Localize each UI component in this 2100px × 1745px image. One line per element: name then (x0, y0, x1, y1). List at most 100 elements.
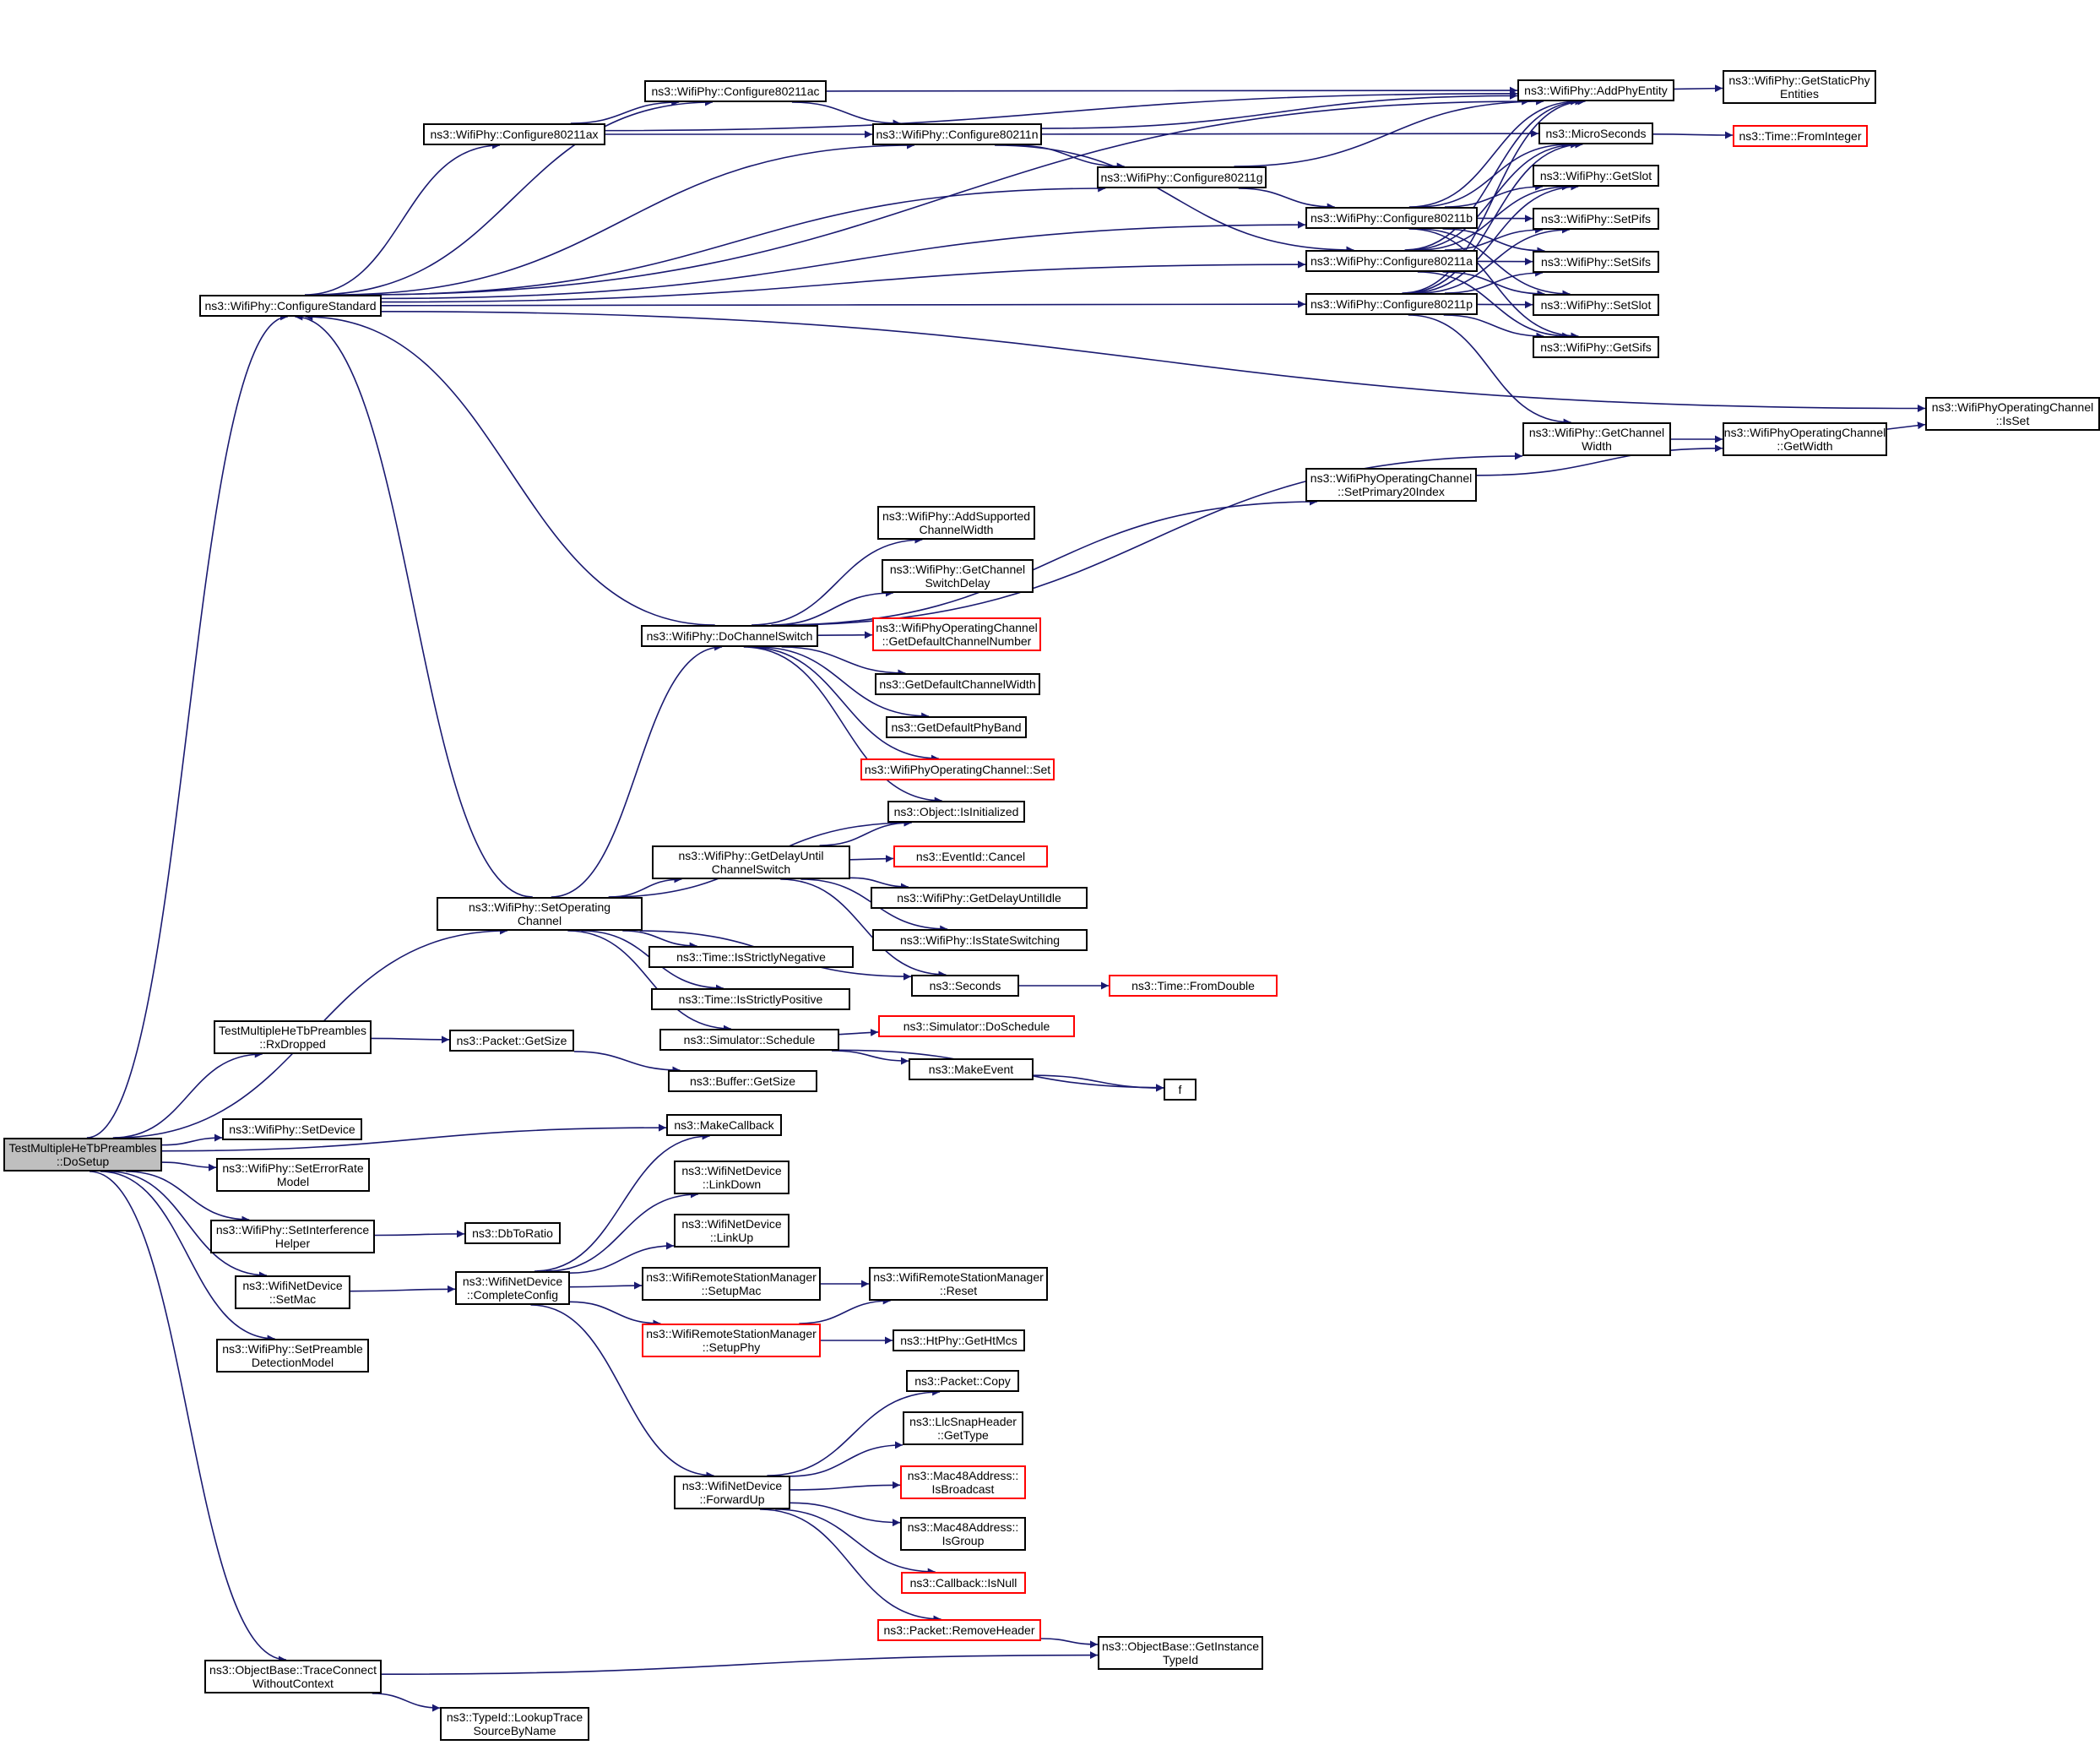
node-forwardup[interactable]: ns3::WifiNetDevice ::ForwardUp (674, 1476, 790, 1509)
node-bufsize[interactable]: ns3::Buffer::GetSize (668, 1070, 817, 1092)
node-seconds[interactable]: ns3::Seconds (911, 975, 1019, 997)
node-isset[interactable]: ns3::WifiPhyOperatingChannel ::IsSet (1925, 397, 2100, 431)
edge-makeevent-to-f (1033, 1074, 1164, 1092)
node-schedule[interactable]: ns3::Simulator::Schedule (659, 1029, 839, 1051)
node-setinterf[interactable]: ns3::WifiPhy::SetInterference Helper (210, 1220, 375, 1253)
node-isswitching[interactable]: ns3::WifiPhy::IsStateSwitching (872, 929, 1088, 951)
edge-forwardup-to-isbcast (790, 1481, 901, 1491)
node-setpreamble[interactable]: ns3::WifiPhy::SetPreamble DetectionModel (216, 1339, 369, 1373)
node-c80211ac[interactable]: ns3::WifiPhy::Configure80211ac (644, 80, 827, 102)
node-doschedule[interactable]: ns3::Simulator::DoSchedule (878, 1015, 1075, 1037)
node-dbtoratio[interactable]: ns3::DbToRatio (464, 1222, 561, 1244)
edge-c80211p-to-micro (1404, 140, 1583, 294)
node-c80211b[interactable]: ns3::WifiPhy::Configure80211b (1305, 207, 1478, 229)
edge-dochsw-to-addsup (752, 535, 923, 626)
node-fromdouble[interactable]: ns3::Time::FromDouble (1109, 975, 1278, 997)
node-getsifs[interactable]: ns3::WifiPhy::GetSifs (1533, 336, 1659, 358)
edge-c80211b-to-addphy (1408, 97, 1579, 208)
node-configstd[interactable]: ns3::WifiPhy::ConfigureStandard (199, 295, 382, 317)
node-f[interactable]: f (1164, 1079, 1197, 1101)
node-getwidth[interactable]: ns3::WifiPhyOperatingChannel ::GetWidth (1723, 422, 1887, 456)
node-seterr[interactable]: ns3::WifiPhy::SetErrorRate Model (216, 1158, 370, 1192)
node-complete[interactable]: ns3::WifiNetDevice ::CompleteConfig (455, 1271, 570, 1305)
edge-dochsw-to-getdefwidth (781, 646, 906, 677)
node-setpifs[interactable]: ns3::WifiPhy::SetPifs (1533, 208, 1659, 230)
edge-dosetup-to-configstd (86, 313, 288, 1139)
node-makeevent[interactable]: ns3::MakeEvent (909, 1058, 1034, 1080)
node-setmac[interactable]: ns3::WifiNetDevice ::SetMac (235, 1275, 350, 1309)
node-setslot[interactable]: ns3::WifiPhy::SetSlot (1533, 294, 1659, 316)
edge-forwardup-to-pktcopy (767, 1388, 941, 1476)
node-lookup[interactable]: ns3::TypeId::LookupTrace SourceByName (440, 1707, 589, 1741)
node-isinit[interactable]: ns3::Object::IsInitialized (887, 801, 1025, 823)
edge-c80211g-to-c80211b (1238, 188, 1335, 211)
edge-c80211ac-to-addphy (826, 86, 1518, 95)
node-c80211a[interactable]: ns3::WifiPhy::Configure80211a (1305, 250, 1478, 272)
node-setopch[interactable]: ns3::WifiPhy::SetOperating Channel (437, 897, 643, 931)
node-c80211ax[interactable]: ns3::WifiPhy::Configure80211ax (423, 123, 605, 145)
edge-c80211p-to-getslot (1408, 182, 1579, 294)
edge-dochsw-to-setprim (777, 497, 1317, 626)
node-getchw[interactable]: ns3::WifiPhy::GetChannel Width (1522, 422, 1671, 456)
node-rxdropped[interactable]: TestMultipleHeTbPreambles ::RxDropped (214, 1020, 372, 1054)
edge-complete-to-makecb (534, 1132, 710, 1272)
node-linkdown[interactable]: ns3::WifiNetDevice ::LinkDown (674, 1161, 790, 1194)
edge-forwardup-to-isgroup (790, 1502, 901, 1527)
edge-configstd-to-c80211ax (304, 141, 501, 296)
node-addsup[interactable]: ns3::WifiPhy::AddSupported ChannelWidth (877, 506, 1035, 540)
edge-getdelaysw-to-isinit (819, 818, 912, 846)
node-isnull[interactable]: ns3::Callback::IsNull (901, 1572, 1026, 1594)
node-pktcopy[interactable]: ns3::Packet::Copy (906, 1370, 1019, 1392)
node-staticphy[interactable]: ns3::WifiPhy::GetStaticPhy Entities (1723, 70, 1876, 104)
node-c80211p[interactable]: ns3::WifiPhy::Configure80211p (1305, 293, 1478, 315)
edge-configstd-to-c80211b (381, 220, 1306, 300)
edge-dochsw-to-isinit (743, 646, 942, 805)
node-addphy[interactable]: ns3::WifiPhy::AddPhyEntity (1517, 79, 1674, 101)
node-reset[interactable]: ns3::WifiRemoteStationManager ::Reset (869, 1267, 1048, 1301)
node-setupphy[interactable]: ns3::WifiRemoteStationManager ::SetupPhy (642, 1324, 821, 1357)
node-getdefwidth[interactable]: ns3::GetDefaultChannelWidth (875, 673, 1040, 695)
node-removehdr[interactable]: ns3::Packet::RemoveHeader (877, 1619, 1041, 1641)
edge-c80211p-to-getsifs (1443, 314, 1544, 340)
node-dochsw[interactable]: ns3::WifiPhy::DoChannelSwitch (641, 625, 818, 647)
node-getdelaysw[interactable]: ns3::WifiPhy::GetDelayUntil ChannelSwitc… (652, 845, 850, 879)
node-setprim[interactable]: ns3::WifiPhyOperatingChannel ::SetPrimar… (1305, 468, 1477, 502)
node-llcgettype[interactable]: ns3::LlcSnapHeader ::GetType (903, 1411, 1023, 1445)
edge-c80211p-to-setpifs (1418, 226, 1570, 294)
node-delayidle[interactable]: ns3::WifiPhy::GetDelayUntilIdle (871, 887, 1088, 909)
node-isbcast[interactable]: ns3::Mac48Address:: IsBroadcast (900, 1465, 1026, 1499)
node-getdefnum[interactable]: ns3::WifiPhyOperatingChannel ::GetDefaul… (872, 617, 1041, 651)
node-ispos[interactable]: ns3::Time::IsStrictlyPositive (651, 988, 850, 1010)
node-gethtmcs[interactable]: ns3::HtPhy::GetHtMcs (893, 1329, 1025, 1351)
node-getswd[interactable]: ns3::WifiPhy::GetChannel SwitchDelay (882, 559, 1034, 593)
node-getinst[interactable]: ns3::ObjectBase::GetInstance TypeId (1098, 1636, 1263, 1670)
node-opset[interactable]: ns3::WifiPhyOperatingChannel::Set (860, 758, 1055, 780)
node-isgroup[interactable]: ns3::Mac48Address:: IsGroup (900, 1517, 1026, 1551)
node-c80211n[interactable]: ns3::WifiPhy::Configure80211n (872, 123, 1042, 145)
node-micro[interactable]: ns3::MicroSeconds (1538, 122, 1653, 144)
node-pktsize[interactable]: ns3::Packet::GetSize (449, 1030, 574, 1052)
node-getslot[interactable]: ns3::WifiPhy::GetSlot (1533, 165, 1659, 187)
node-linkup[interactable]: ns3::WifiNetDevice ::LinkUp (674, 1214, 790, 1248)
node-isneg[interactable]: ns3::Time::IsStrictlyNegative (648, 946, 854, 968)
node-fromint[interactable]: ns3::Time::FromInteger (1733, 125, 1868, 147)
node-c80211g[interactable]: ns3::WifiPhy::Configure80211g (1097, 166, 1267, 188)
node-makecb[interactable]: ns3::MakeCallback (666, 1114, 782, 1136)
edge-complete-to-setupmac (569, 1281, 643, 1290)
edge-setmac-to-complete (350, 1285, 456, 1293)
node-traceconn[interactable]: ns3::ObjectBase::TraceConnect WithoutCon… (204, 1660, 382, 1693)
node-getdefband[interactable]: ns3::GetDefaultPhyBand (886, 716, 1027, 738)
node-setsifs[interactable]: ns3::WifiPhy::SetSifs (1533, 251, 1659, 273)
node-cancel[interactable]: ns3::EventId::Cancel (893, 845, 1048, 867)
edge-dochsw-to-getchw (778, 452, 1523, 626)
edge-configstd-to-c80211a (381, 260, 1306, 303)
node-setupmac[interactable]: ns3::WifiRemoteStationManager ::SetupMac (642, 1267, 821, 1301)
edge-removehdr-to-getinst (1040, 1638, 1099, 1649)
edge-traceconn-to-getinst (381, 1651, 1099, 1675)
edge-complete-to-linkup (569, 1242, 675, 1274)
edge-setopch-to-dochsw (551, 643, 723, 898)
edge-setinterf-to-dbtoratio (374, 1230, 465, 1238)
node-setdevice[interactable]: ns3::WifiPhy::SetDevice (222, 1118, 362, 1140)
edge-configstd-to-c80211p (381, 300, 1306, 308)
edge-getdelaysw-to-cancel (849, 855, 894, 863)
